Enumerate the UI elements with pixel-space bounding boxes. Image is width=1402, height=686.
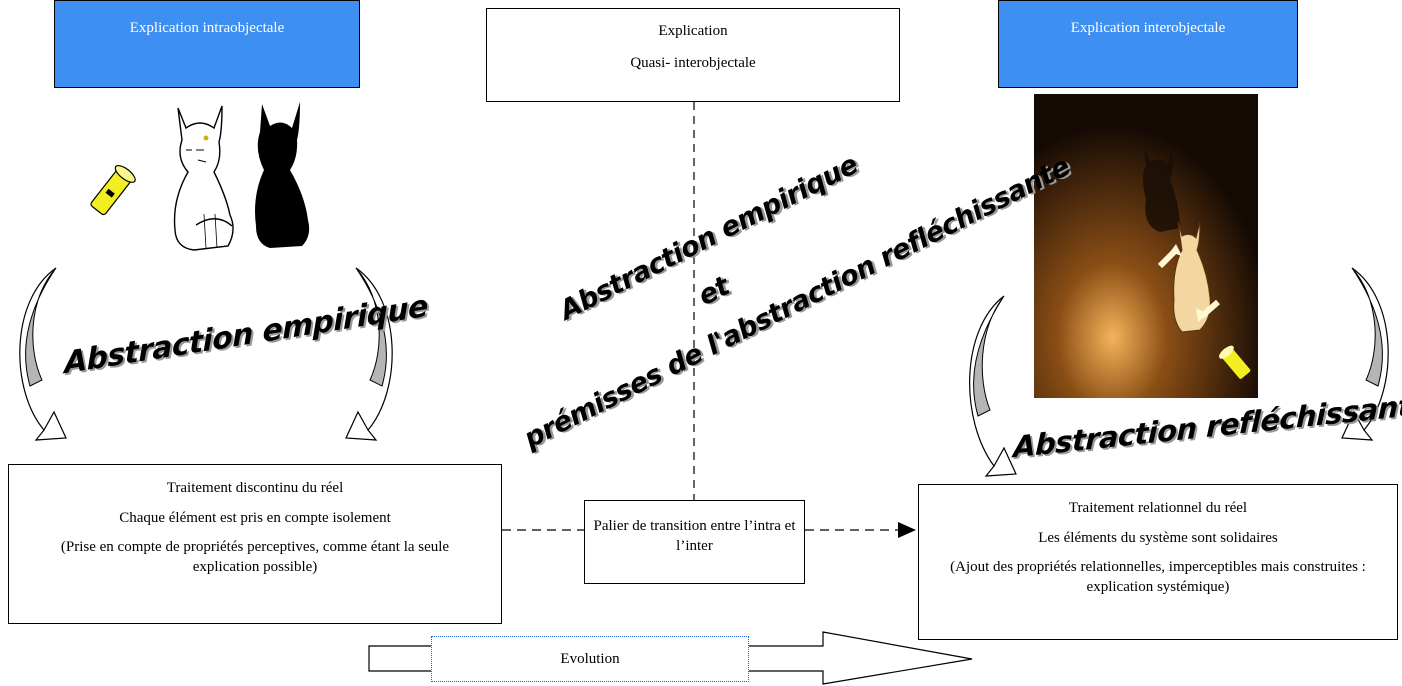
shadow-photo bbox=[1034, 94, 1258, 398]
quasi-title-line1: Explication bbox=[658, 23, 728, 39]
curved-arrow-icon bbox=[345, 267, 393, 441]
curved-arrow-icon bbox=[19, 267, 67, 441]
palier-text: Palier de transition entre l’intra et l’… bbox=[593, 518, 796, 554]
left-para-2: Chaque élément est pris en compte isolem… bbox=[119, 509, 391, 526]
flashlight-icon bbox=[90, 164, 136, 216]
quasi-title-line2: Quasi- interobjectale bbox=[630, 54, 756, 71]
right-para-1: Traitement relationnel du réel bbox=[1068, 500, 1248, 516]
left-para-1: Traitement discontinu du réel bbox=[166, 480, 344, 496]
wordart-center-line2: et bbox=[693, 270, 735, 313]
curved-arrow-icon bbox=[1341, 267, 1389, 441]
white-cat-icon bbox=[173, 105, 234, 251]
evolution-label: Evolution bbox=[560, 651, 620, 667]
inter-title: Explication interobjectale bbox=[1070, 20, 1226, 36]
black-cat-icon bbox=[255, 102, 310, 248]
left-explanation-box: Traitement discontinu du réel Chaque élé… bbox=[8, 464, 502, 624]
intra-title-box: Explication intraobjectale bbox=[54, 0, 360, 88]
right-para-2: Les éléments du système sont solidaires bbox=[1038, 529, 1278, 546]
intra-title: Explication intraobjectale bbox=[129, 20, 285, 36]
inter-title-box: Explication interobjectale bbox=[998, 0, 1298, 88]
left-para-3: (Prise en compte de propriétés perceptiv… bbox=[60, 539, 450, 575]
right-explanation-box: Traitement relationnel du réel Les éléme… bbox=[918, 484, 1398, 640]
evolution-label-box: Evolution bbox=[431, 636, 749, 682]
right-para-3: (Ajout des propriétés relationnelles, im… bbox=[950, 559, 1366, 595]
curved-arrow-icon bbox=[969, 295, 1017, 477]
right-arrowhead bbox=[898, 522, 916, 538]
quasi-title-box: Explication Quasi- interobjectale bbox=[486, 8, 900, 102]
palier-box: Palier de transition entre l’intra et l’… bbox=[584, 500, 805, 584]
